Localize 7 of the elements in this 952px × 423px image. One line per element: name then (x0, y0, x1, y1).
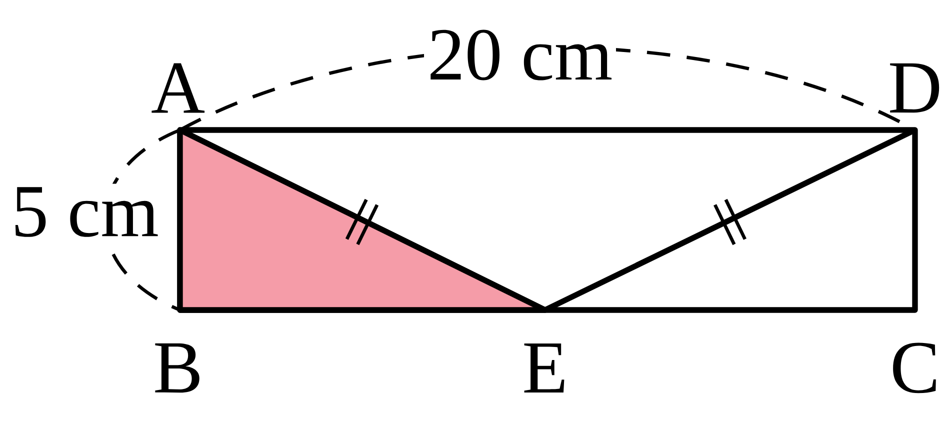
vertex-label: C (893, 342, 936, 394)
vertex-label: E (524, 343, 564, 393)
vertex-label: A (152, 63, 205, 113)
dimension-label: 20 cm (424, 26, 616, 84)
vertex-label: B (155, 343, 200, 393)
vertex-label: D (890, 63, 940, 113)
dimension-label: 5 cm (8, 184, 162, 240)
